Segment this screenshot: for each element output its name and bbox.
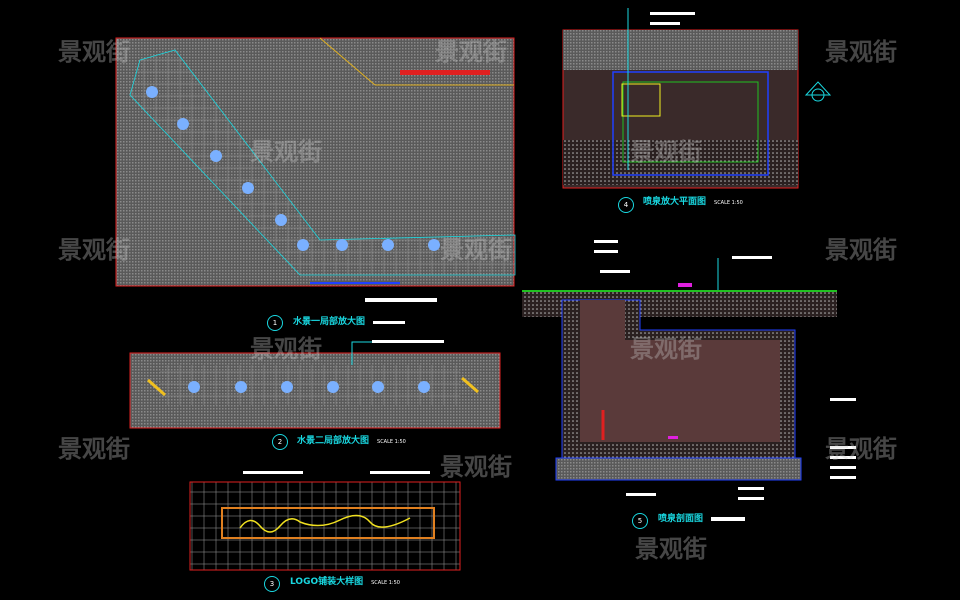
plan-2 [129, 340, 501, 429]
drawing-title: 水景二局部放大图 [297, 436, 370, 446]
drawing-number: 2 [272, 434, 288, 450]
watermark: 景观街 [825, 435, 897, 463]
watermark: 景观街 [58, 435, 130, 463]
drawing-scale: SCALE 1:50 [377, 439, 406, 445]
drawing-caption: 喷泉放大平面图 SCALE 1:50 [643, 197, 743, 208]
drawing-caption: 水景一局部放大图 [293, 317, 406, 328]
plan-4-fountain-plan [562, 8, 832, 189]
watermark: 景观街 [250, 335, 322, 363]
watermark: 景观街 [58, 38, 130, 66]
drawing-title: LOGO铺装大样图 [290, 577, 364, 587]
drawing-number: 3 [264, 576, 280, 592]
watermark: 景观街 [630, 335, 702, 363]
drawing-number: 4 [618, 197, 634, 213]
drawing-number: 1 [267, 315, 283, 331]
watermark: 景观街 [435, 38, 507, 66]
drawing-number: 5 [632, 513, 648, 529]
plan-1 [115, 37, 516, 302]
watermark: 景观街 [440, 236, 512, 264]
watermark: 景观街 [635, 535, 707, 563]
drawing-title: 喷泉放大平面图 [643, 197, 707, 207]
plan-3-logo [189, 471, 461, 571]
scale-bar [711, 517, 746, 521]
drawing-caption: 水景二局部放大图 SCALE 1:50 [297, 436, 406, 447]
drawing-scale: SCALE 1:50 [714, 200, 743, 206]
watermark: 景观街 [825, 236, 897, 264]
logo-script [239, 514, 411, 533]
plan-5-fountain-section [522, 240, 856, 500]
drawing-title: 喷泉剖面图 [658, 514, 704, 524]
drawing-caption: LOGO铺装大样图 SCALE 1:50 [290, 577, 400, 588]
scale-bar [373, 321, 406, 324]
drawing-scale: SCALE 1:50 [371, 580, 400, 586]
watermark: 景观街 [440, 453, 512, 481]
drawing-title: 水景一局部放大图 [293, 317, 366, 327]
watermark: 景观街 [250, 138, 322, 166]
watermark: 景观街 [630, 138, 702, 166]
watermark: 景观街 [825, 38, 897, 66]
drawing-caption: 喷泉剖面图 [658, 514, 746, 525]
watermark: 景观街 [58, 236, 130, 264]
